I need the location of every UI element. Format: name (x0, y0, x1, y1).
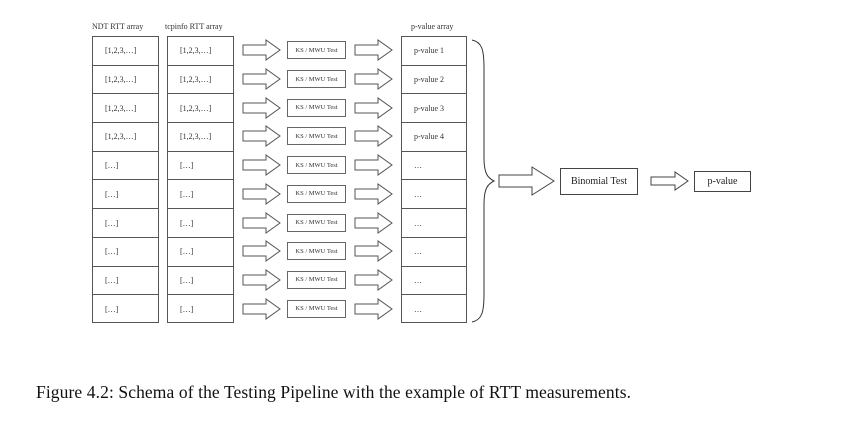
output-arrow-icon (354, 96, 393, 119)
tcpinfo-array-cell: […] (168, 267, 233, 296)
input-arrow-icon (242, 297, 281, 320)
input-arrow-icon (242, 268, 281, 291)
right-curly-brace-icon (471, 39, 496, 323)
ks-mwu-test-box: KS / MWU Test (287, 70, 346, 89)
pvalue-array-cell: … (414, 305, 422, 315)
input-arrow-icon (242, 182, 281, 205)
tcpinfo-array-cell: […] (168, 238, 233, 267)
input-arrow-icon (242, 154, 281, 177)
ndt-array-cell: […] (93, 181, 158, 210)
brace-to-binomial-arrow-icon (498, 166, 555, 196)
ks-mwu-test-box: KS / MWU Test (287, 98, 346, 117)
tcpinfo-array-cell: [1,2,3,…] (168, 123, 233, 152)
ndt-array-cell: [1,2,3,…] (93, 123, 158, 152)
binomial-to-pvalue-arrow-icon (650, 171, 689, 191)
ndt-array-cell: [1,2,3,…] (93, 37, 158, 66)
tcpinfo-array-cell: [1,2,3,…] (168, 66, 233, 95)
output-arrow-icon (354, 39, 393, 62)
ndt-array-cell: [1,2,3,…] (93, 66, 158, 95)
ndt-array-cell: […] (105, 305, 119, 315)
pvalue-array-cell: … (402, 209, 466, 238)
pvalue-array-cell: p-value 1 (402, 37, 466, 66)
ndt-array-cell: […] (93, 238, 158, 267)
tcpinfo-array-cell: […] (180, 305, 194, 315)
ks-mwu-test-box: KS / MWU Test (287, 299, 346, 318)
ks-mwu-test-box: KS / MWU Test (287, 156, 346, 175)
ndt-array-cell: [1,2,3,…] (93, 94, 158, 124)
testing-pipeline-diagram: NDT RTT array tcpinfo RTT array p-value … (92, 22, 751, 323)
output-arrow-icon (354, 240, 393, 263)
ks-mwu-test-box: KS / MWU Test (287, 242, 346, 261)
tcpinfo-array-cell: […] (168, 181, 233, 210)
tcpinfo-array-cell: […] (168, 209, 233, 238)
input-arrow-icon (242, 211, 281, 234)
figure-caption: Figure 4.2: Schema of the Testing Pipeli… (36, 382, 632, 402)
ndt-rtt-array: [1,2,3,…][1,2,3,…][1,2,3,…][1,2,3,…][…][… (92, 36, 159, 323)
output-arrow-icon (354, 125, 393, 148)
pvalue-array-header: p-value array (411, 22, 454, 31)
output-arrow-icon (354, 68, 393, 91)
ndt-array-header: NDT RTT array (92, 22, 144, 31)
input-arrow-icon (242, 68, 281, 91)
input-arrow-icon (242, 125, 281, 148)
input-arrow-icon (242, 240, 281, 263)
pvalue-array-cell: … (402, 267, 466, 296)
output-arrow-icon (354, 268, 393, 291)
ks-mwu-test-box: KS / MWU Test (287, 184, 346, 203)
tcpinfo-rtt-array: [1,2,3,…][1,2,3,…][1,2,3,…][1,2,3,…][…][… (167, 36, 234, 323)
tcpinfo-array-cell: […] (168, 152, 233, 181)
input-arrow-icon (242, 39, 281, 62)
output-arrow-icon (354, 211, 393, 234)
pvalue-array-cell: p-value 3 (402, 94, 466, 124)
ndt-array-cell: […] (93, 267, 158, 296)
output-arrow-icon (354, 297, 393, 320)
ks-mwu-test-box: KS / MWU Test (287, 213, 346, 232)
pvalue-array-cell: … (402, 152, 466, 181)
ks-mwu-test-box: KS / MWU Test (287, 270, 346, 289)
final-pvalue-box: p-value (694, 171, 751, 192)
tcpinfo-array-cell: [1,2,3,…] (168, 37, 233, 66)
pvalue-array-cell: … (402, 181, 466, 210)
ndt-array-cell: […] (93, 209, 158, 238)
tcpinfo-array-cell: [1,2,3,…] (168, 94, 233, 124)
input-arrow-icon (242, 96, 281, 119)
tcpinfo-array-header: tcpinfo RTT array (165, 22, 223, 31)
pvalue-array-cell: … (402, 238, 466, 267)
pvalue-array-cell: p-value 2 (402, 66, 466, 95)
output-arrow-icon (354, 154, 393, 177)
output-arrow-icon (354, 182, 393, 205)
ndt-array-cell: […] (93, 152, 158, 181)
ks-mwu-test-box: KS / MWU Test (287, 127, 346, 146)
ks-mwu-test-box: KS / MWU Test (287, 41, 346, 60)
pvalue-array-cell: p-value 4 (402, 123, 466, 152)
binomial-test-box: Binomial Test (560, 168, 638, 195)
